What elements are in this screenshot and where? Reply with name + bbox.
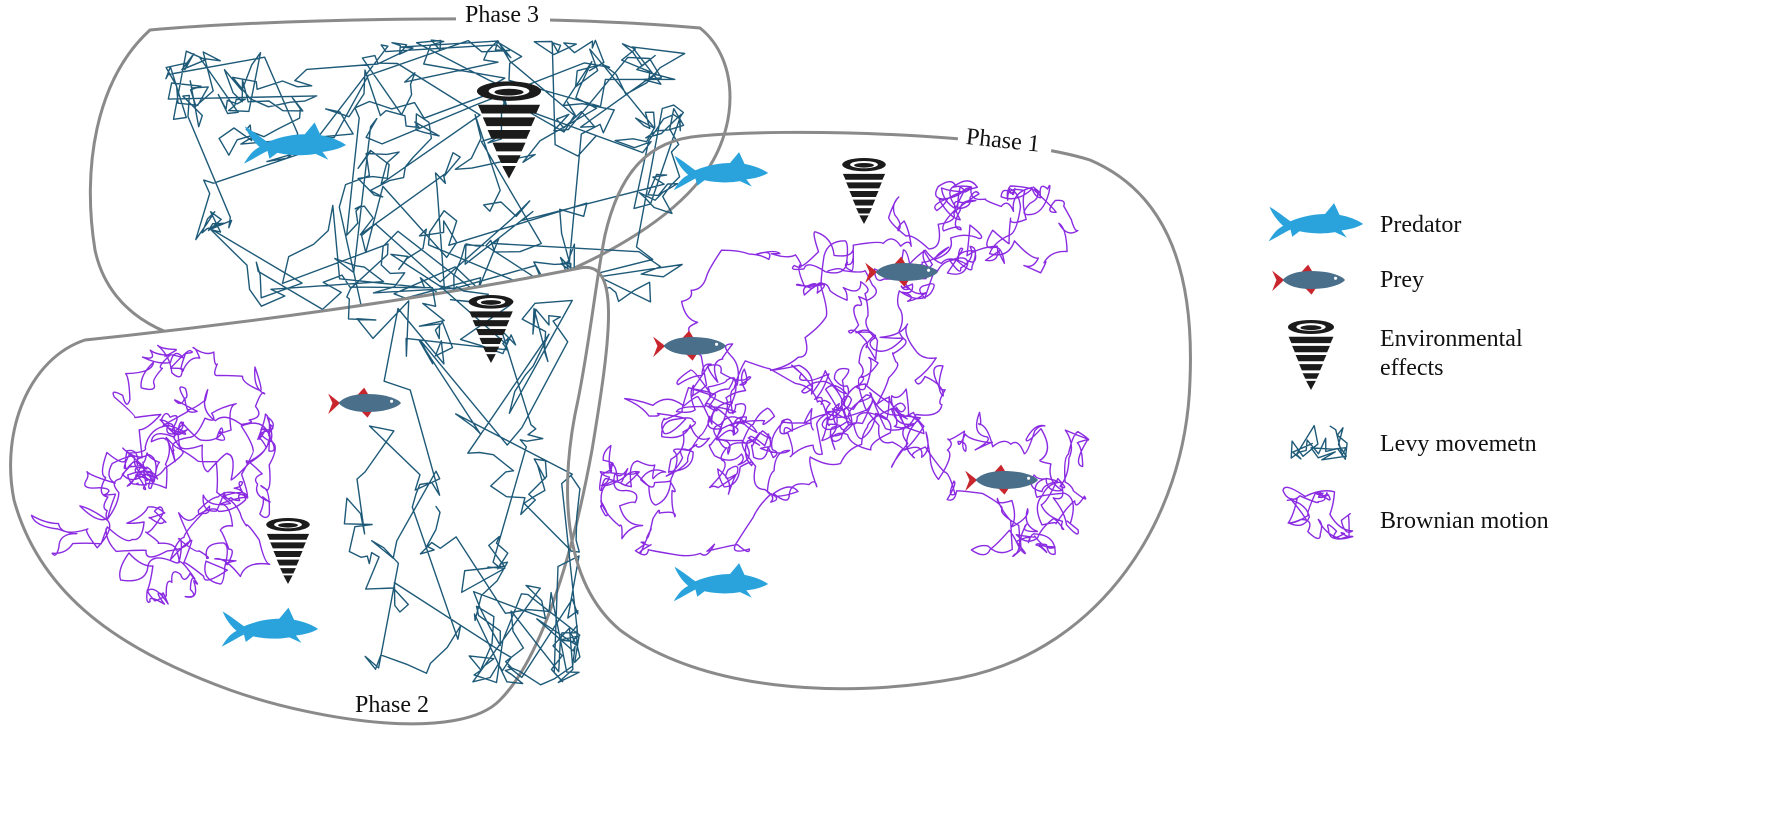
- brownian-walk-phase-2: [30, 344, 276, 605]
- prey-icon-phase-1-b: [653, 330, 726, 361]
- legend-prey-icon: [1272, 264, 1345, 295]
- legend-tornado-icon: [1287, 320, 1335, 390]
- levy-path-icon: [1290, 424, 1348, 461]
- phase-3-label: Phase 3: [465, 2, 539, 28]
- legend-environment-label-line2: effects: [1380, 355, 1444, 381]
- legend-prey-label: Prey: [1380, 267, 1424, 293]
- legend-brownian-label: Brownian motion: [1380, 508, 1549, 534]
- tornado-icon-phase-1: [842, 158, 886, 224]
- predator-icon-phase-1-bottom: [673, 563, 769, 602]
- prey-icon-phase-1-c: [965, 464, 1038, 495]
- legend-levy-label: Levy movemetn: [1380, 431, 1537, 457]
- brownian-path-icon: [1282, 486, 1354, 540]
- levy-walk-phase-2: [343, 285, 581, 686]
- legend-predator-label: Predator: [1380, 212, 1461, 238]
- legend-predator-icon: [1268, 203, 1364, 242]
- levy-walk-phase-3: [165, 39, 686, 311]
- legend-environment-label-line1: Environmental: [1380, 326, 1523, 352]
- phase-1-region: [566, 130, 1192, 691]
- brownian-walk-phase-1: [599, 180, 1090, 558]
- phase-2-region: [9, 265, 610, 726]
- legend: Predator Prey Environmental effects Levy…: [1268, 203, 1549, 540]
- phase-2-label: Phase 2: [355, 692, 429, 718]
